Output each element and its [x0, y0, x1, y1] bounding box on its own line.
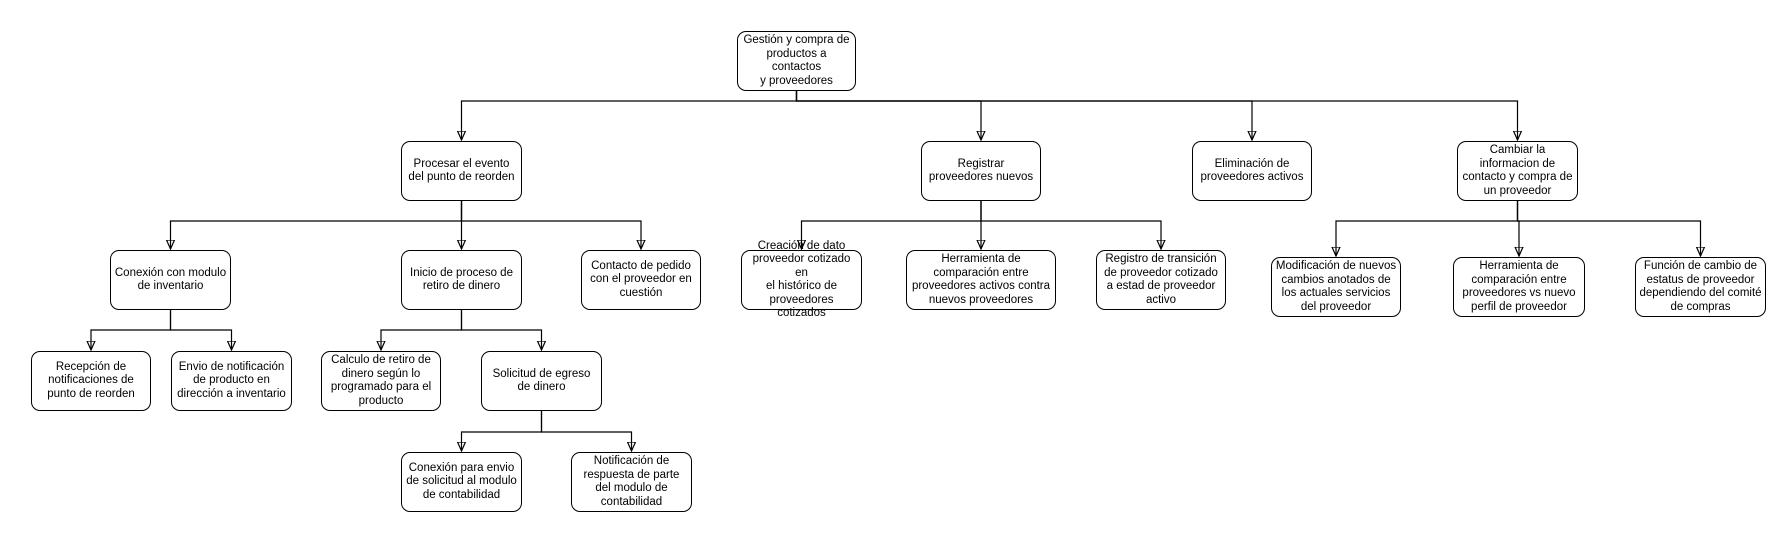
node-registrar-proveedores: Registrar proveedores nuevos	[921, 141, 1041, 201]
edge-root-to-procesar	[462, 91, 798, 140]
edge-cambiar-to-funcion_cambio	[1516, 201, 1701, 256]
node-inicio-retiro-dinero: Inicio de proceso de retiro de dinero	[401, 250, 522, 310]
node-conexion-envio-solicitud: Conexión para envio de solicitud al modu…	[401, 452, 522, 512]
edge-root-to-cambiar	[795, 91, 1518, 140]
edge-inicio_retiro-to-solicitud_egreso	[460, 310, 542, 350]
node-root: Gestión y compra de productos a contacto…	[737, 31, 856, 91]
node-herramienta-comparacion: Herramienta de comparación entre proveed…	[906, 250, 1056, 310]
edge-root-to-registrar	[795, 91, 982, 140]
node-registro-transicion: Registro de transición de proveedor coti…	[1096, 250, 1226, 310]
node-calculo-retiro: Calculo de retiro de dinero según lo pro…	[321, 351, 441, 411]
edge-root-to-eliminacion	[795, 91, 1253, 140]
node-procesar-evento: Procesar el evento del punto de reorden	[401, 141, 522, 201]
node-modificacion-cambios: Modificación de nuevos cambios anotados …	[1271, 257, 1401, 317]
edge-procesar-to-contacto_pedido	[460, 201, 642, 249]
edge-solicitud_egreso-to-notificacion_resp	[540, 411, 632, 451]
edge-registrar-to-registro_transicion	[980, 201, 1161, 249]
node-herramienta-perfil: Herramienta de comparación entre proveed…	[1453, 257, 1585, 317]
node-conexion-modulo-inventario: Conexión con modulo de inventario	[110, 250, 231, 310]
edge-solicitud_egreso-to-conexion_envio	[462, 411, 543, 451]
edge-conexion_modulo-to-recepcion	[91, 310, 172, 350]
node-funcion-cambio-estatus: Función de cambio de estatus de proveedo…	[1635, 257, 1766, 317]
node-contacto-pedido: Contacto de pedido con el proveedor en c…	[581, 250, 701, 310]
edge-cambiar-to-modificacion	[1336, 201, 1519, 256]
node-cambiar-informacion: Cambiar la informacion de contacto y com…	[1457, 141, 1578, 201]
node-envio-notificacion: Envio de notificación de producto en dir…	[171, 351, 292, 411]
node-eliminacion-proveedores: Eliminación de proveedores activos	[1192, 141, 1312, 201]
edge-conexion_modulo-to-envio_notif	[169, 310, 232, 350]
node-recepcion-notificaciones: Recepción de notificaciones de punto de …	[31, 351, 151, 411]
node-solicitud-egreso: Solicitud de egreso de dinero	[481, 351, 602, 411]
edge-inicio_retiro-to-calculo_retiro	[381, 310, 463, 350]
edge-procesar-to-conexion_modulo	[171, 201, 463, 249]
node-notificacion-respuesta: Notificación de respuesta de parte del m…	[571, 452, 692, 512]
node-creacion-dato-proveedor: Creación de dato proveedor cotizado en e…	[741, 240, 862, 319]
